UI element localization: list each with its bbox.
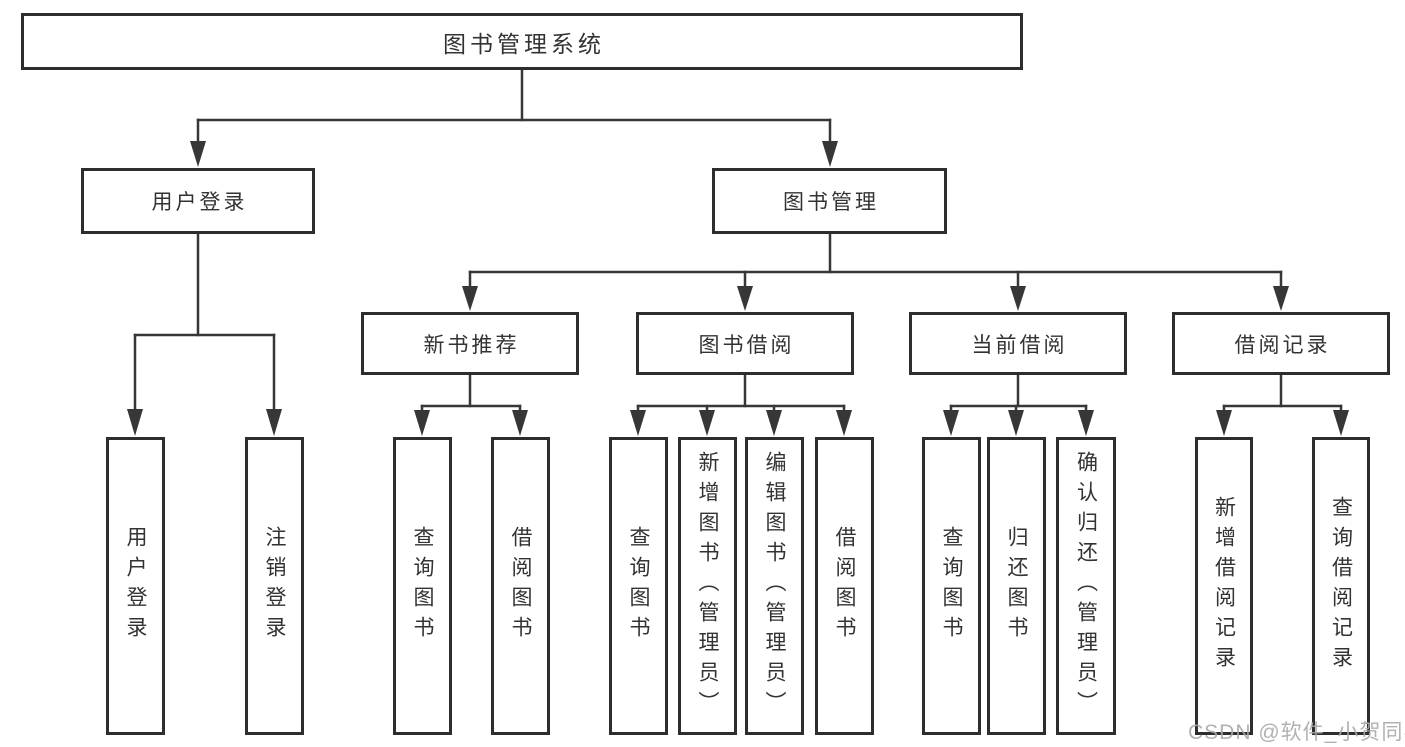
leaf-query-borrow-record: 查询借阅记录: [1312, 437, 1370, 735]
leaf-return-book: 归还图书: [987, 437, 1046, 735]
leaf-confirm-return-admin: 确认归还（管理员）: [1056, 437, 1116, 735]
leaf-edit-book-admin: 编辑图书（管理员）: [745, 437, 804, 735]
leaf-query-book-current: 查询图书: [922, 437, 981, 735]
leaf-borrow-book: 借阅图书: [815, 437, 874, 735]
node-book-borrow: 图书借阅: [636, 312, 854, 375]
node-book-management: 图书管理: [712, 168, 947, 234]
leaf-query-book-recommend: 查询图书: [393, 437, 452, 735]
leaf-borrow-book-recommend: 借阅图书: [491, 437, 550, 735]
node-new-book-recommend: 新书推荐: [361, 312, 579, 375]
node-user-login: 用户登录: [81, 168, 315, 234]
leaf-add-book-admin: 新增图书（管理员）: [678, 437, 737, 735]
leaf-logout: 注销登录: [245, 437, 304, 735]
leaf-add-borrow-record: 新增借阅记录: [1195, 437, 1253, 735]
node-current-borrow: 当前借阅: [909, 312, 1127, 375]
node-borrow-records: 借阅记录: [1172, 312, 1390, 375]
node-root: 图书管理系统: [21, 13, 1023, 70]
arrowheads: [127, 141, 1349, 436]
leaf-user-login: 用户登录: [106, 437, 165, 735]
leaf-query-book-borrow: 查询图书: [609, 437, 668, 735]
